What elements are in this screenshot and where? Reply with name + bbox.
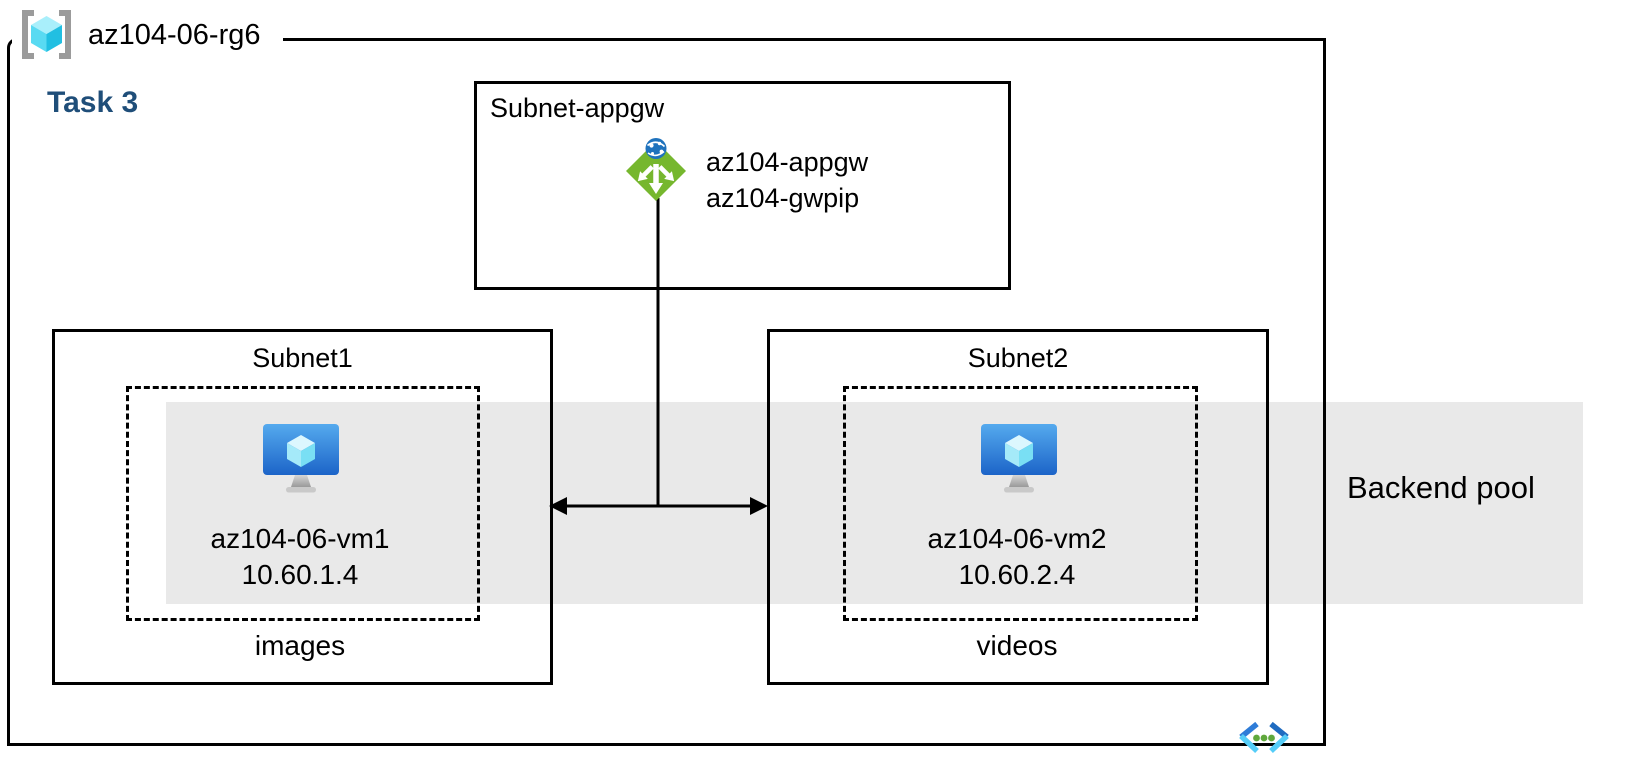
appgw-public-ip: az104-gwpip — [706, 183, 860, 213]
subnet2-title: Subnet2 — [967, 343, 1069, 373]
subnet1-title: Subnet1 — [252, 343, 353, 373]
subnet1-vm-dashed-box — [126, 386, 480, 621]
virtual-machine-icon — [263, 424, 339, 493]
resource-group-icon — [22, 10, 71, 59]
subnet2-box: Subnet2 — [767, 329, 1269, 685]
backend-pool-band — [166, 402, 1583, 604]
subnet2-vm-dashed-box — [843, 386, 1198, 621]
vm1-ip: 10.60.1.4 — [241, 559, 359, 590]
application-gateway-icon — [626, 138, 686, 201]
virtual-machine-icon — [981, 424, 1057, 493]
vm1-name: az104-06-vm1 — [210, 523, 390, 554]
virtual-network-icon — [1239, 721, 1289, 754]
vm2-labels: az104-06-vm2 10.60.2.4 — [843, 521, 1191, 593]
appgw-labels: az104-appgw az104-gwpip — [706, 144, 868, 216]
resource-group-name: az104-06-rg6 — [88, 18, 261, 51]
backend-pool-label: Backend pool — [1347, 470, 1535, 505]
subnet2-container-label: videos — [976, 630, 1058, 661]
subnet1-container-label: images — [254, 630, 346, 661]
task-label: Task 3 — [47, 86, 139, 119]
vm2-name: az104-06-vm2 — [927, 523, 1107, 554]
subnet-appgw-box: Subnet-appgw — [474, 81, 1011, 290]
vm2-ip: 10.60.2.4 — [958, 559, 1076, 590]
appgw-name: az104-appgw — [706, 147, 869, 177]
resource-group-box — [7, 38, 1326, 746]
subnet-appgw-title: Subnet-appgw — [490, 93, 665, 123]
vm1-labels: az104-06-vm1 10.60.1.4 — [126, 521, 474, 593]
resource-group-label-chip: az104-06-rg6 — [12, 4, 283, 66]
